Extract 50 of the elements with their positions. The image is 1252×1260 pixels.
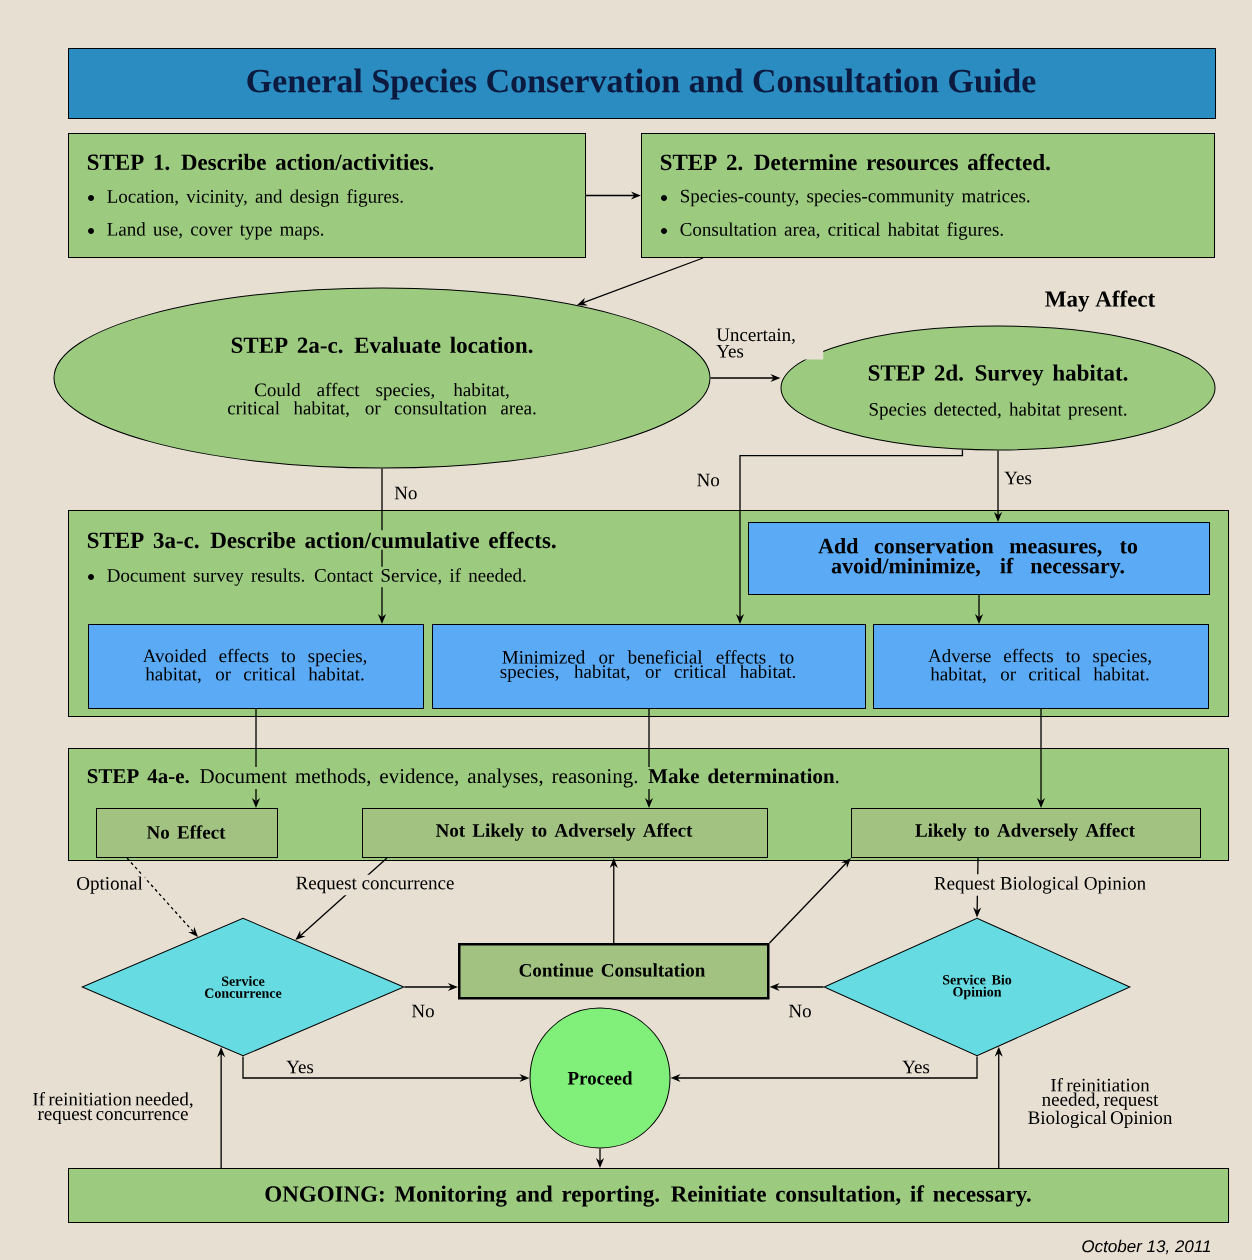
process-box <box>88 624 424 709</box>
step-heading: STEP 3a-c. Describe action/cumulative effects. <box>85 530 559 550</box>
step-heading: STEP 2a-c. Evaluate location. <box>231 336 533 354</box>
arrow <box>126 857 198 937</box>
edge-label: Request Biological Opinion <box>931 874 1149 896</box>
box-text: No Effect <box>146 825 226 839</box>
arrow <box>768 858 851 944</box>
box-text: Not Likely to Adversely Affect <box>435 823 693 841</box>
bullet-text: Consultation area, critical habitat figures. <box>680 222 1003 240</box>
bullet-text: Species-county, species-community matrices. <box>681 189 1030 207</box>
process-ellipse <box>53 287 711 469</box>
box-text: Service Bio Opinion <box>943 974 1012 1000</box>
bullet-text: Document survey results. Contact Service, if needed. <box>105 566 529 588</box>
box-text: Minimized or beneficial effects to species, habitat, or critical habitat. <box>500 650 795 682</box>
box-text: Adverse effects to species, habitat, or critical habitat. <box>928 648 1151 684</box>
box-text: Proceed <box>567 1071 633 1085</box>
process-box <box>96 808 278 858</box>
determination-note: May Affect <box>1045 290 1156 312</box>
process-box <box>362 808 768 858</box>
process-box <box>748 522 1210 595</box>
terminal-circle <box>529 1007 671 1149</box>
step-heading: STEP 2. Determine resources affected. <box>660 153 1050 171</box>
step-text: Species detected, habitat present. <box>869 402 1127 420</box>
box-text: ONGOING: Monitoring and reporting. Reinitiate consultation, if necessary. <box>265 1185 1031 1207</box>
edge-label: If reinitiation needed, request Biological Opinion <box>1008 1076 1192 1131</box>
process-box <box>873 624 1209 709</box>
process-box <box>432 624 866 709</box>
box-text: Service Concurrence <box>204 976 282 998</box>
title-banner: General Species Conservation and Consultation Guide <box>68 48 1216 119</box>
box-text: Add conservation measures, to avoid/minimize, if necessary. <box>818 538 1138 578</box>
process-box <box>68 1168 1229 1223</box>
box-text: Avoided effects to species, habitat, or critical habitat. <box>142 648 367 684</box>
edge-label: Uncertain, Yes <box>714 326 824 360</box>
box-text: Continue Consultation <box>519 963 706 977</box>
edge-label: Optional <box>74 874 145 896</box>
process-box <box>68 133 586 258</box>
process-box <box>641 133 1215 258</box>
bullet-text: Location, vicinity, and design figures. <box>107 189 403 207</box>
step-heading: STEP 4a-e. Document methods, evidence, analyses, reasoning. Make determination. <box>85 766 842 790</box>
process-box <box>458 943 770 1000</box>
process-box <box>851 808 1201 858</box>
box-text: Likely to Adversely Affect <box>915 823 1135 841</box>
decision-diamond <box>81 917 405 1057</box>
step-heading: STEP 1. Describe action/activities. <box>87 153 434 171</box>
step-text: Could affect species, habitat, critical habitat, or consultation area. <box>227 382 536 418</box>
date-text: October 13, 2011 <box>1082 1239 1211 1255</box>
bullet-text: Land use, cover type maps. <box>107 222 324 240</box>
step-heading: STEP 2d. Survey habitat. <box>868 364 1128 386</box>
decision-diamond <box>823 917 1131 1057</box>
edge-label: If reinitiation needed, request concurrence <box>21 1090 205 1127</box>
